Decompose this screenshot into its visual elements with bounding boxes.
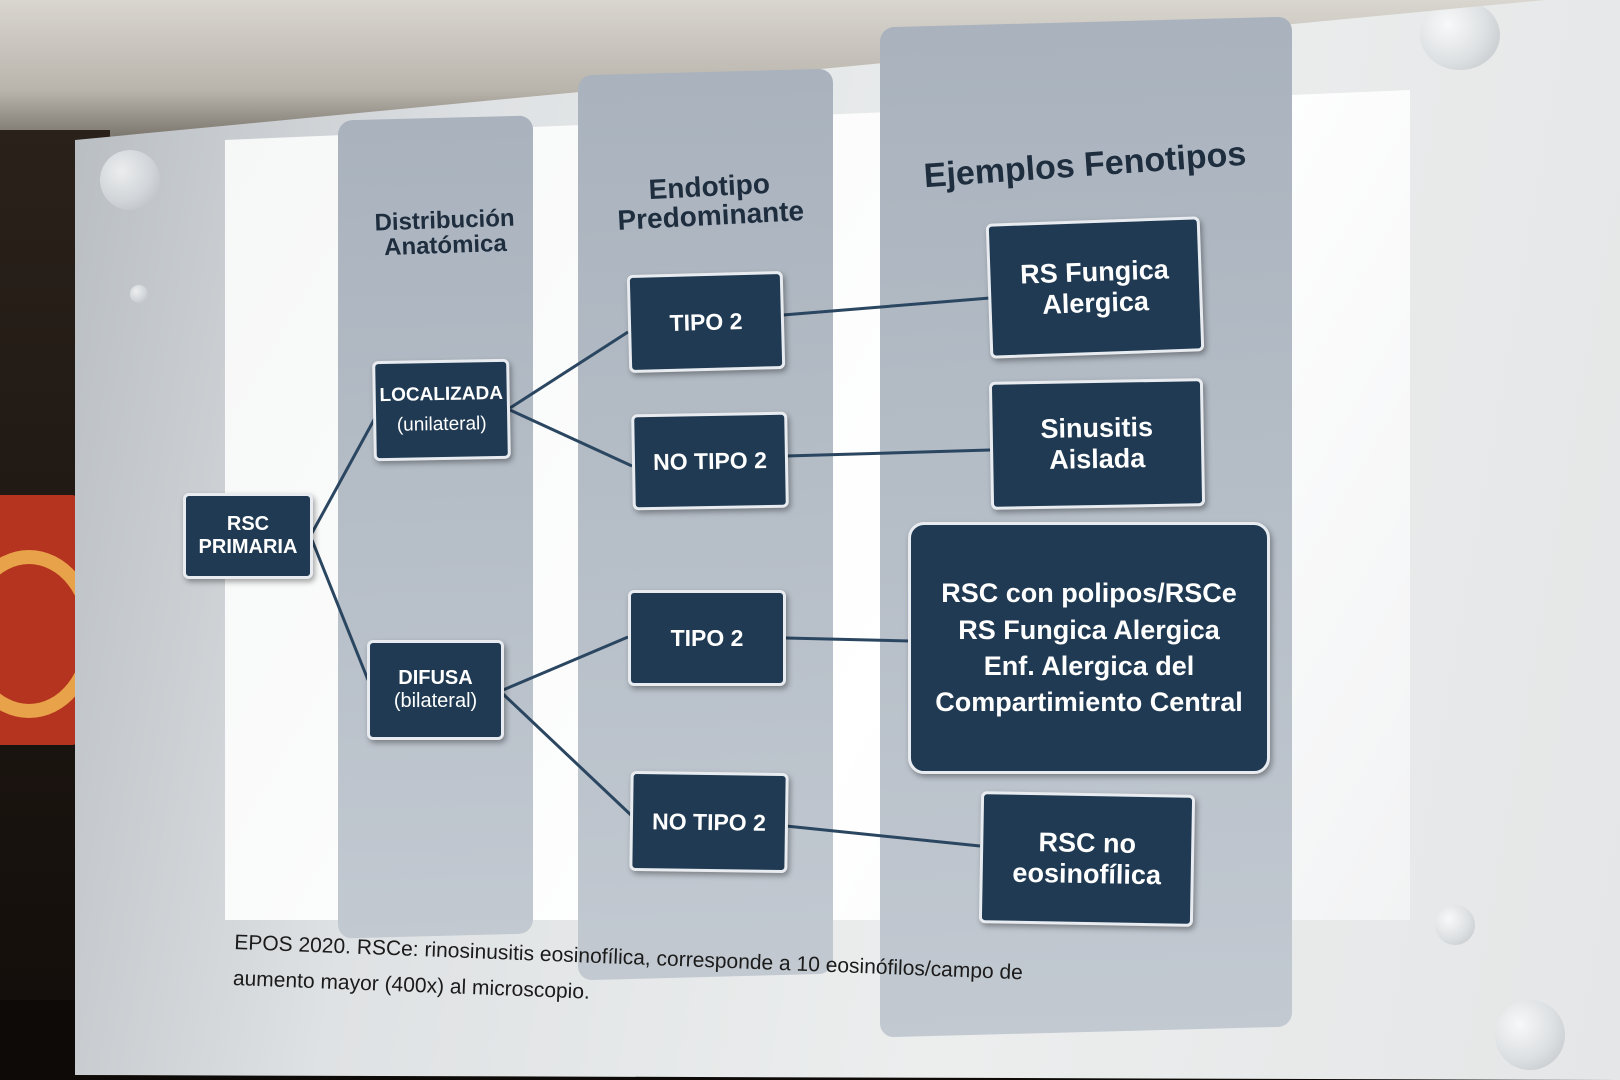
node-label: Aislada bbox=[1048, 443, 1146, 475]
node-label: RS Fungica Alergica bbox=[958, 614, 1220, 645]
node-difusa: DIFUSA (bilateral) bbox=[367, 640, 504, 740]
water-drop-decoration bbox=[1435, 905, 1475, 945]
node-localizada-tipo2: TIPO 2 bbox=[626, 270, 786, 374]
node-label: RS Fungica bbox=[1019, 253, 1170, 290]
node-difusa-tipo2: TIPO 2 bbox=[628, 590, 786, 686]
node-localizada: LOCALIZADA (unilateral) bbox=[372, 358, 511, 462]
node-label: RSC no bbox=[1038, 827, 1137, 859]
node-label: Sinusitis bbox=[1040, 412, 1154, 444]
node-label: LOCALIZADA bbox=[379, 382, 504, 407]
water-drop-decoration bbox=[130, 285, 148, 303]
node-localizada-notipo2: NO TIPO 2 bbox=[631, 411, 789, 511]
node-label: RSC bbox=[226, 513, 270, 535]
node-label: NO TIPO 2 bbox=[651, 807, 767, 836]
node-label: RSC con polipos/RSCe bbox=[941, 578, 1237, 609]
water-drop-decoration bbox=[1420, 0, 1500, 70]
node-label: TIPO 2 bbox=[670, 624, 744, 651]
column-title-distribucion: Distribución Anatómica bbox=[359, 205, 531, 262]
node-fenotipo-noeosinofilica: RSC no eosinofílica bbox=[978, 791, 1196, 927]
node-label: eosinofílica bbox=[1012, 857, 1162, 891]
node-label: (bilateral) bbox=[393, 690, 478, 712]
wall-logo bbox=[0, 495, 98, 745]
node-label: TIPO 2 bbox=[669, 307, 743, 336]
node-label: (unilateral) bbox=[396, 413, 487, 436]
node-fenotipo-polipos: RSC con polipos/RSCe RS Fungica Alergica… bbox=[908, 522, 1270, 774]
column-title-line: Anatómica bbox=[383, 230, 508, 262]
node-label: NO TIPO 2 bbox=[652, 446, 768, 475]
node-rsc-primaria: RSC PRIMARIA bbox=[183, 493, 313, 579]
column-title-endotipo: Endotipo Predominante bbox=[609, 167, 812, 236]
node-label: DIFUSA bbox=[398, 667, 473, 689]
node-difusa-notipo2: NO TIPO 2 bbox=[629, 770, 789, 874]
water-drop-decoration bbox=[100, 150, 160, 210]
node-label: Compartimiento Central bbox=[935, 687, 1243, 718]
node-fenotipo-aislada: Sinusitis Aislada bbox=[988, 378, 1206, 510]
node-fenotipo-fungica: RS Fungica Alergica bbox=[985, 216, 1205, 359]
node-label: PRIMARIA bbox=[198, 536, 298, 558]
node-label: Alergica bbox=[1041, 285, 1150, 320]
water-drop-decoration bbox=[1495, 1000, 1565, 1070]
node-label: Enf. Alergica del bbox=[983, 651, 1195, 681]
